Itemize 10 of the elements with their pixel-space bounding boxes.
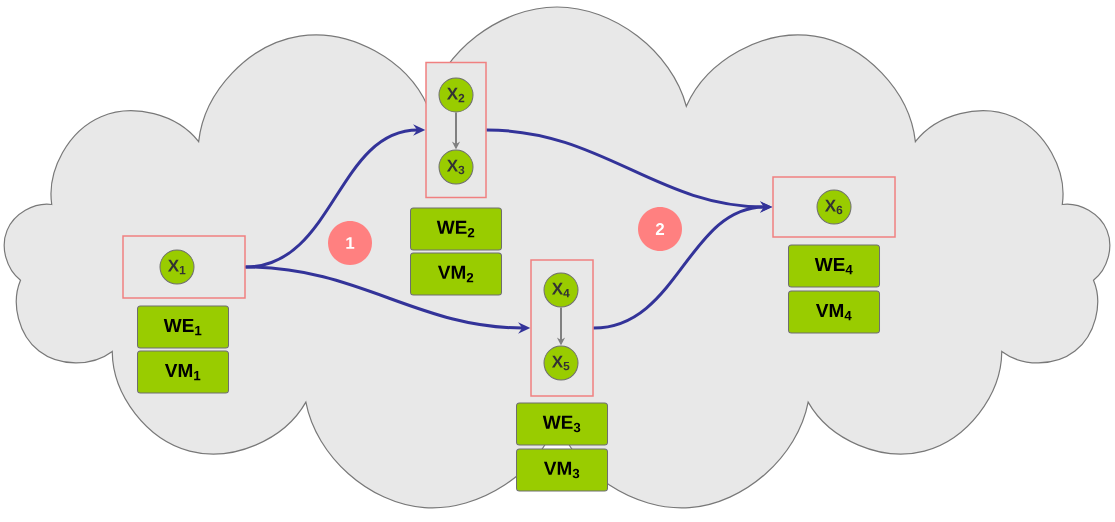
resource-box: VM$_{3}$ — [516, 448, 608, 492]
resource-box: WE$_{4}$ — [788, 244, 880, 288]
resource-box: WE$_{3}$ — [516, 402, 608, 446]
resource-box: VM$_{2}$ — [410, 252, 502, 296]
resource-box: VM$_{1}$ — [137, 350, 229, 394]
step-badge: 1 — [328, 221, 372, 265]
resource-box: WE$_{2}$ — [410, 207, 502, 251]
resource-box: WE$_{1}$ — [137, 305, 229, 349]
resource-box: VM$_{4}$ — [788, 290, 880, 334]
step-badge: 2 — [638, 207, 682, 251]
